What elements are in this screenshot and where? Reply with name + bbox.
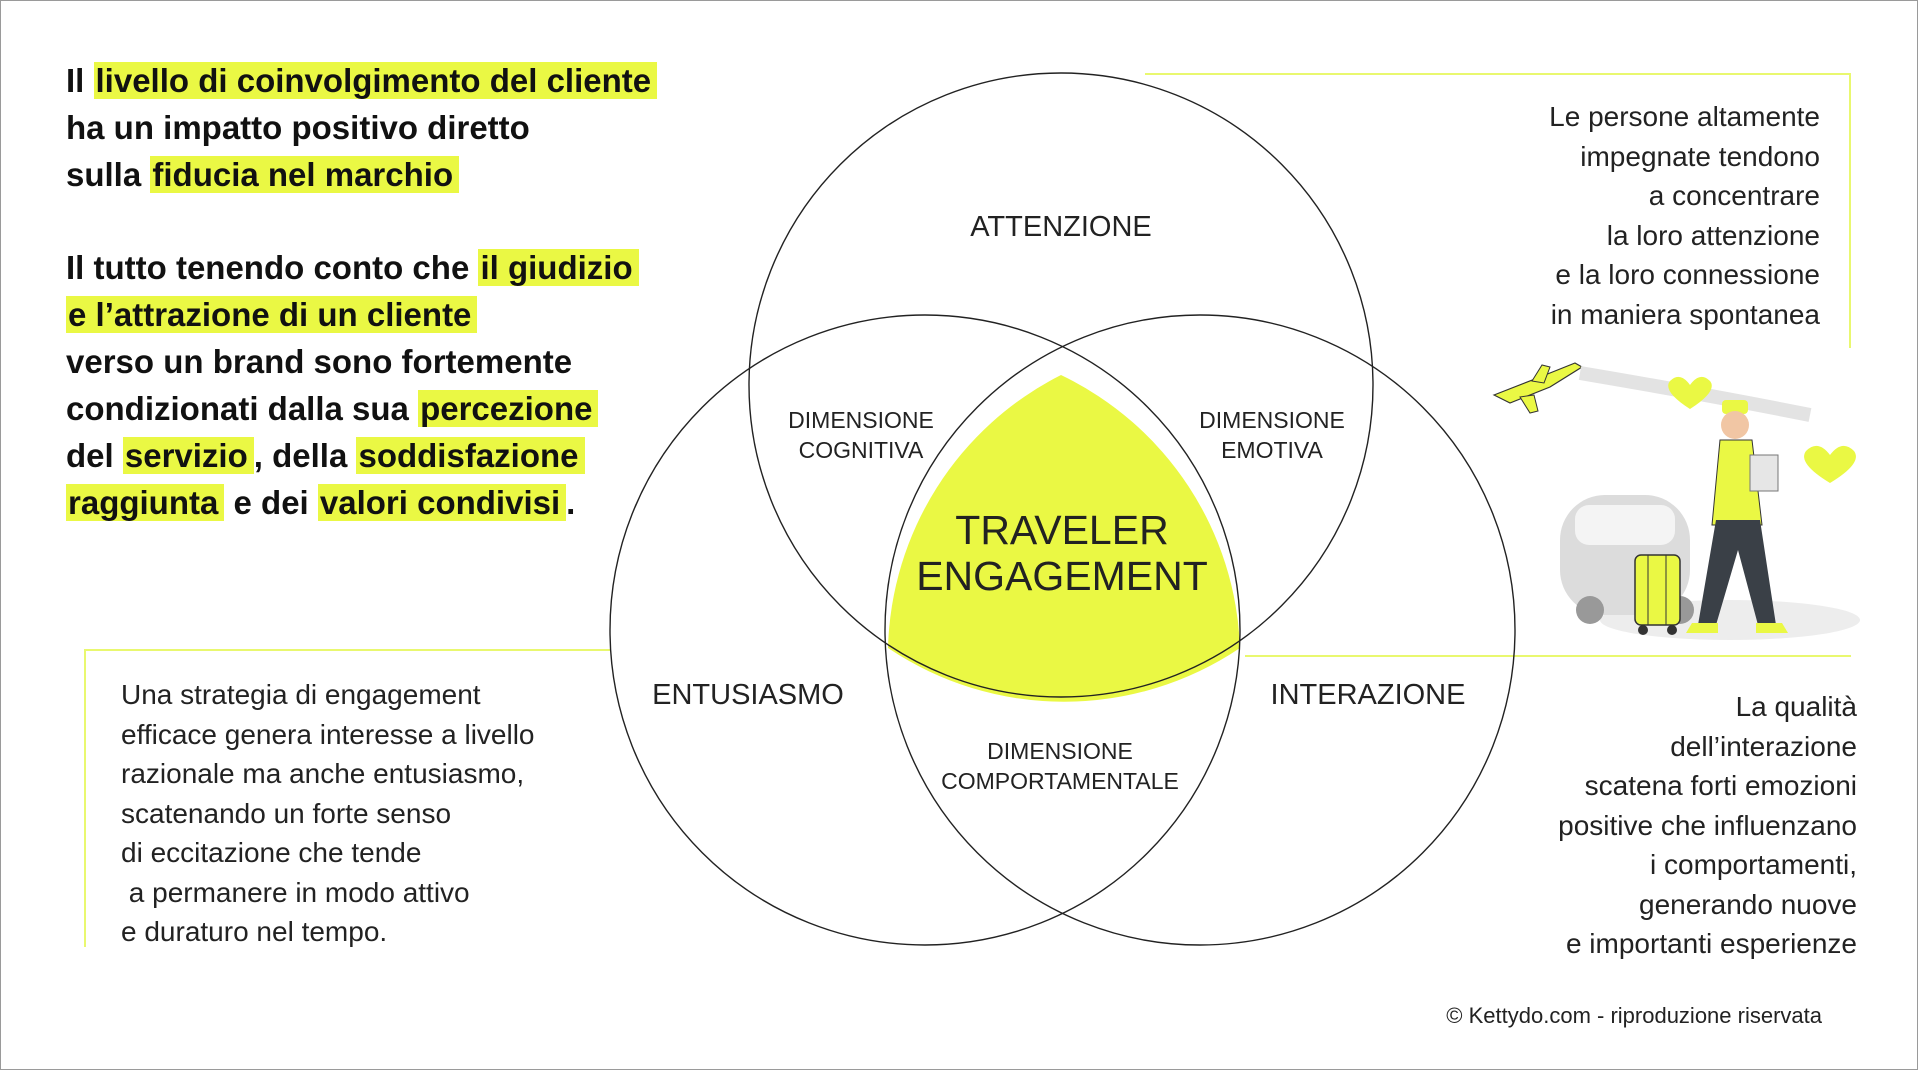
description-interaction: La qualità dell’interazione scatena forti … [1558, 687, 1857, 964]
deco-line-left-vertical [84, 649, 86, 947]
heart-icon-2 [1804, 445, 1856, 483]
intro-p2-line: del servizio, della soddisfazione [66, 432, 639, 479]
intro-text: e dei [224, 484, 318, 521]
venn-overlap-behavioral-line1: DIMENSIONE [987, 738, 1133, 764]
intro-text: ha un impatto positivo diretto [66, 109, 530, 146]
description-attention-line: a concentrare [1648, 180, 1820, 211]
intro-text: . [566, 484, 576, 521]
venn-overlap-behavioral-line2: COMPORTAMENTALE [941, 768, 1179, 794]
intro-text: verso un brand sono fortemente [66, 343, 573, 380]
intro-text: condizionati dalla sua [66, 390, 419, 427]
intro-text: sulla [66, 156, 151, 193]
description-interaction-line: positive che influenzano [1558, 809, 1857, 841]
description-enthusiasm-line: scatenando un forte senso [121, 797, 452, 829]
intro-p2-line: verso un brand sono fortemente [66, 338, 639, 385]
intro-p2-line: e l’attrazione di un cliente [66, 291, 639, 338]
description-attention-line: la loro attenzione [1606, 219, 1820, 251]
description-interaction-line: La qualità [1735, 691, 1857, 722]
venn-overlap-emotive-line1: DIMENSIONE [1199, 407, 1345, 433]
description-enthusiasm-line: razionale ma anche entusiasmo, [121, 758, 525, 789]
description-interaction-line: scatena forti emozioni [1584, 770, 1857, 801]
description-enthusiasm: Una strategia di engagement efficace gene… [121, 675, 535, 952]
description-enthusiasm-line: efficace genera interesse a livello [121, 718, 535, 750]
deco-line-bottom-right [1245, 655, 1851, 657]
venn-center-region [888, 375, 1240, 702]
description-enthusiasm-line: a permanere in modo attivo [121, 876, 470, 908]
venn-overlap-cognitive-line2: COGNITIVA [799, 437, 924, 463]
description-enthusiasm-line: Una strategia di engagement [121, 679, 481, 710]
description-enthusiasm-line: di eccitazione che tende [121, 837, 422, 868]
description-attention-line: impegnate tendono [1580, 140, 1820, 172]
venn-center-line2: ENGAGEMENT [916, 553, 1208, 599]
highlighted-text: soddisfazione [356, 437, 585, 474]
venn-circle-top [748, 72, 1374, 698]
traveler-person-icon [1686, 400, 1788, 633]
highlighted-text: e l’attrazione di un cliente [66, 296, 478, 333]
intro-p1-line: Il livello di coinvolgimento del cliente [66, 57, 658, 104]
venn-overlap-cognitive-line1: DIMENSIONE [788, 407, 934, 433]
venn-label-left: ENTUSIASMO [652, 679, 844, 711]
description-interaction-line: e importanti esperienze [1565, 928, 1857, 959]
intro-p1-line: sulla fiducia nel marchio [66, 151, 657, 198]
venn-overlap-emotive-line2: EMOTIVA [1221, 437, 1323, 463]
venn-center-line1: TRAVELER [955, 507, 1168, 553]
highlighted-text: valori condivisi [317, 484, 567, 521]
intro-p2-line: raggiunta e dei valori condivisi. [66, 479, 639, 526]
suitcase-icon [1634, 554, 1681, 635]
venn-circle-right [884, 314, 1516, 946]
airplane-icon [1492, 362, 1812, 422]
highlighted-text: il giudizio [478, 249, 639, 286]
deco-line-top-right-vertical [1849, 73, 1851, 348]
deco-line-left [84, 649, 611, 651]
description-interaction-line: i comportamenti, [1650, 849, 1857, 880]
description-enthusiasm-line: e duraturo nel tempo. [121, 916, 388, 947]
highlighted-text: raggiunta [66, 484, 225, 521]
venn-circle-left [609, 314, 1241, 946]
intro-text: Il tutto tenendo conto che [66, 249, 479, 286]
venn-label-right: INTERAZIONE [1271, 679, 1466, 711]
intro-p1-line: ha un impatto positivo diretto [66, 104, 657, 151]
description-interaction-line: dell’interazione [1670, 730, 1857, 762]
intro-p2-line: condizionati dalla sua percezione [66, 385, 639, 432]
highlighted-text: percezione [418, 390, 599, 427]
intro-text: del [66, 437, 123, 474]
deco-line-top-right [1145, 73, 1850, 75]
highlighted-text: servizio [122, 437, 254, 474]
intro-text: , della [253, 437, 357, 474]
traveler-illustration [1492, 362, 1860, 640]
description-attention-line: e la loro connessione [1555, 259, 1820, 290]
description-attention: Le persone altamente impegnate tendono a c… [1549, 97, 1820, 334]
highlighted-text: fiducia nel marchio [150, 156, 460, 193]
intro-text: Il [66, 62, 94, 99]
heart-icon [1668, 376, 1712, 409]
venn-label-top: ATTENZIONE [970, 211, 1152, 243]
copyright-footer: © Kettydo.com - riproduzione riservata [1446, 1003, 1822, 1028]
description-attention-line: in maniera spontanea [1550, 298, 1820, 330]
highlighted-text: livello di coinvolgimento del cliente [93, 62, 658, 99]
intro-paragraph-1: Il livello di coinvolgimento del cliente… [66, 57, 658, 198]
description-attention-line: Le persone altamente [1549, 101, 1820, 132]
intro-p2-line: Il tutto tenendo conto che il giudizio [66, 244, 639, 291]
description-interaction-line: generando nuove [1639, 888, 1857, 920]
